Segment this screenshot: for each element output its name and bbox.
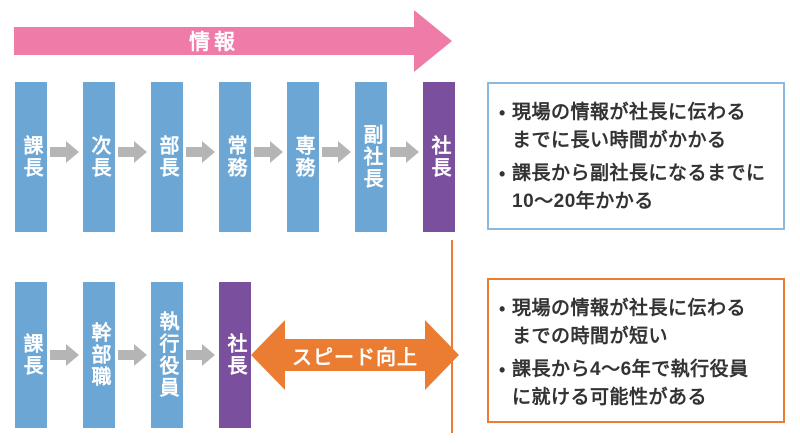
note-bullet-text: 課長から4〜6年で執行役員 に就ける可能性がある <box>512 359 749 408</box>
right-arrow-icon <box>254 141 283 163</box>
rank-bar-bucho: 部長 <box>151 82 183 232</box>
rank-bar-shikkoyakuin: 執行役員 <box>151 282 183 428</box>
note-bullet: • 課長から副社長になるまでに 10〜20年かかる <box>499 160 777 216</box>
rank-bar-kacho-top: 課長 <box>15 82 47 232</box>
rank-bar-label: 執行役員 <box>156 311 178 399</box>
bullet-icon: • <box>499 103 506 123</box>
right-arrow-icon <box>118 344 147 366</box>
rank-bar-kanbushoku: 幹部職 <box>83 282 115 428</box>
rank-bar-shacho-top: 社長 <box>423 82 455 232</box>
note-bullet: • 課長から4〜6年で執行役員 に就ける可能性がある <box>499 356 777 412</box>
rank-bar-label: 次長 <box>88 135 110 179</box>
rank-bar-label: 副社長 <box>360 124 382 190</box>
bullet-icon: • <box>499 299 506 319</box>
right-arrow-icon <box>186 344 215 366</box>
rank-bar-label: 社長 <box>428 135 450 179</box>
rank-bar-label: 課長 <box>20 333 42 377</box>
speed-up-arrow-icon: スピード向上 <box>251 320 459 390</box>
note-bullet-text: 課長から副社長になるまでに 10〜20年かかる <box>512 163 766 212</box>
right-arrow-icon <box>50 344 79 366</box>
rank-bar-jicho: 次長 <box>83 82 115 232</box>
rank-bar-label: 部長 <box>156 135 178 179</box>
note-bullet: • 現場の情報が社長に伝わる までの時間が短い <box>499 295 777 351</box>
bullet-icon: • <box>499 360 506 380</box>
speed-arrow-label: スピード向上 <box>292 346 418 369</box>
rank-bar-fukushacho: 副社長 <box>355 82 387 232</box>
fast-path-note: • 現場の情報が社長に伝わる までの時間が短い • 課長から4〜6年で執行役員 … <box>487 278 785 423</box>
info-arrow-label: 情報 <box>189 31 239 54</box>
rank-bar-label: 課長 <box>20 135 42 179</box>
bullet-icon: • <box>499 164 506 184</box>
vertical-divider <box>451 240 453 433</box>
right-arrow-icon <box>118 141 147 163</box>
note-bullet-text: 現場の情報が社長に伝わる までの時間が短い <box>512 298 747 347</box>
rank-bar-label: 社長 <box>224 333 246 377</box>
rank-bar-shacho-bottom: 社長 <box>219 282 251 428</box>
note-bullet: • 現場の情報が社長に伝わる までに長い時間がかかる <box>499 99 777 155</box>
right-arrow-icon <box>322 141 351 163</box>
rank-bar-kacho-bottom: 課長 <box>15 282 47 428</box>
right-arrow-icon <box>50 141 79 163</box>
rank-bar-label: 幹部職 <box>88 322 110 388</box>
rank-bar-jomu: 常務 <box>219 82 251 232</box>
note-bullet-text: 現場の情報が社長に伝わる までに長い時間がかかる <box>512 102 747 151</box>
right-arrow-icon <box>390 141 419 163</box>
right-arrow-icon <box>186 141 215 163</box>
rank-bar-label: 常務 <box>224 135 246 179</box>
slow-path-note: • 現場の情報が社長に伝わる までに長い時間がかかる • 課長から副社長になるま… <box>487 82 785 230</box>
rank-bar-senmu: 専務 <box>287 82 319 232</box>
rank-bar-label: 専務 <box>292 135 314 179</box>
